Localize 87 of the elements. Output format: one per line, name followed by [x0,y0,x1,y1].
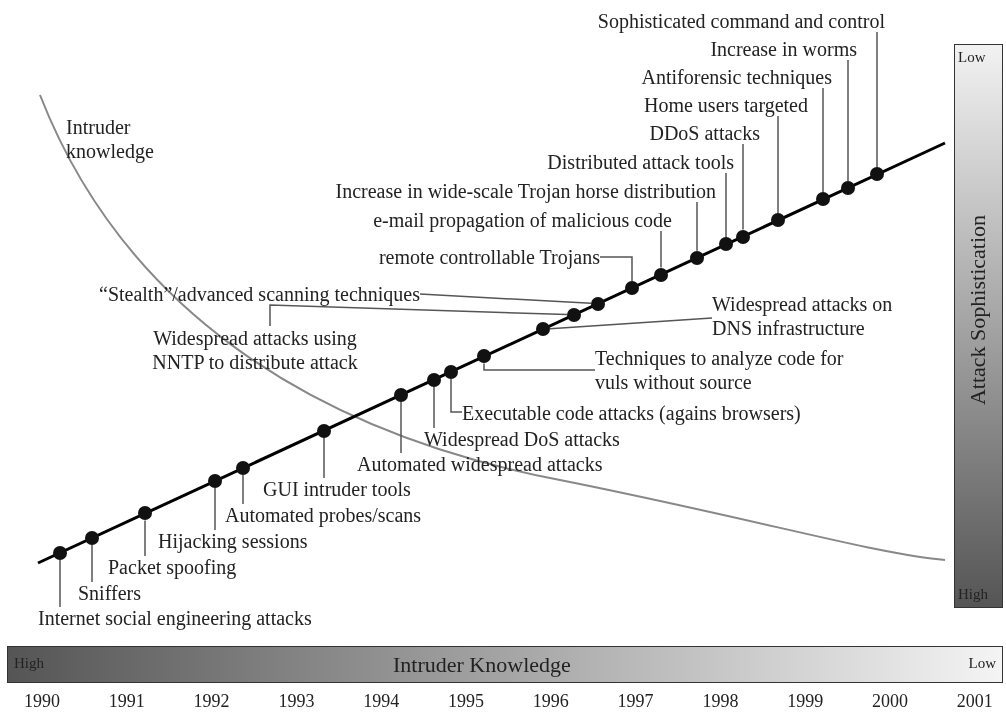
leader-line [214,487,216,531]
timeline-dot [870,167,884,182]
leader-line [777,115,779,215]
attack-label: DDoS attacks [649,122,760,144]
scale-label: Low [958,49,986,66]
leader-line [400,401,402,454]
leader-line [483,362,596,371]
attack-label: Widespread attacks using NNTP to distribute attack [140,326,370,374]
scale-label: High [14,655,44,672]
curve-label: Intruder knowledge [66,115,155,163]
leader-line [599,256,633,282]
timeline-dot [654,267,668,282]
leader-line [876,31,878,169]
leader-line [323,436,325,479]
year-label: 1995 [448,690,484,712]
timeline-dot [625,280,639,295]
year-label: 2000 [872,690,908,712]
attack-label: e-mail propagation of malicious code [373,209,672,231]
scale-label: Low [968,655,996,672]
timeline-dot [477,349,491,364]
year-label: 1991 [108,690,145,712]
year-label: 1998 [702,690,739,712]
axis-title: Attack Sophistication [965,215,991,406]
leader-line [433,385,435,429]
attack-label: “Stealth”/advanced scanning techniques [99,283,420,305]
attack-label: Home users targeted [643,94,808,116]
leader-line [725,172,727,239]
sophistication-bar [954,44,1003,608]
timeline-dot [719,237,733,252]
attack-label: GUI intruder tools [263,478,411,500]
attack-label: Distributed attack tools [547,151,734,173]
attack-label: Antiforensic techniques [641,66,832,88]
year-label: 1990 [24,690,60,712]
attack-label: Automated widespread attacks [357,453,603,475]
year-label: 2001 [956,690,993,712]
leader-line [847,59,849,182]
attack-label: Widespread attacks on DNS infrastructure [712,292,937,340]
timeline-dot [841,180,855,195]
attack-label: Sophisticated command and control [597,10,885,32]
timeline-dot [53,545,67,560]
timeline-dot [208,474,222,489]
attack-label: Widespread DoS attacks [424,428,620,450]
leader-line [144,519,146,557]
timeline-dot [394,387,408,402]
year-label: 1999 [787,690,824,712]
timeline-dot [536,322,550,337]
attack-label: Increase in worms [710,38,857,60]
axis-title: Intruder Knowledge [393,652,571,678]
leader-line [660,230,662,269]
scale-label: High [958,586,988,603]
timeline-dot [138,506,152,521]
leader-line [59,559,61,608]
year-label: 1996 [532,690,569,712]
attack-label: Increase in wide-scale Trojan horse distribution [335,180,716,202]
timeline-dot [236,461,250,476]
attack-label: Packet spoofing [108,556,237,578]
attack-label: remote controllable Trojans [378,246,600,268]
leader-line [822,87,824,194]
year-label: 1992 [193,690,230,712]
year-label: 1997 [617,690,654,712]
leader-line [696,201,698,252]
attack-label: Techniques to analyze code for vuls without source [595,346,845,394]
year-label: 1994 [363,690,400,712]
timeline-dot [317,423,331,438]
timeline-dot [444,364,458,379]
leader-line [242,474,244,505]
attack-label: Internet social engineering attacks [38,607,312,629]
timeline-dot [771,213,785,228]
timeline-dot [85,531,99,545]
leader-line [91,544,93,583]
knowledge-bar [7,646,1003,683]
timeline-dot [427,372,441,387]
attack-label: Executable code attacks (agains browsers) [462,402,801,424]
leader-line [742,143,744,231]
leader-line [269,304,568,327]
leader-line [549,317,713,330]
timeline-dot [591,296,605,311]
attack-label: Automated probes/scans [225,504,422,526]
leader-line [419,293,592,305]
attack-label: Sniffers [78,582,141,604]
attack-label: Hijacking sessions [158,530,308,552]
timeline-dot [690,250,704,265]
timeline-dot [567,307,581,322]
year-label: 1993 [278,690,315,712]
timeline-dot [816,192,830,207]
timeline-dot [736,229,750,244]
leader-line [450,378,463,413]
